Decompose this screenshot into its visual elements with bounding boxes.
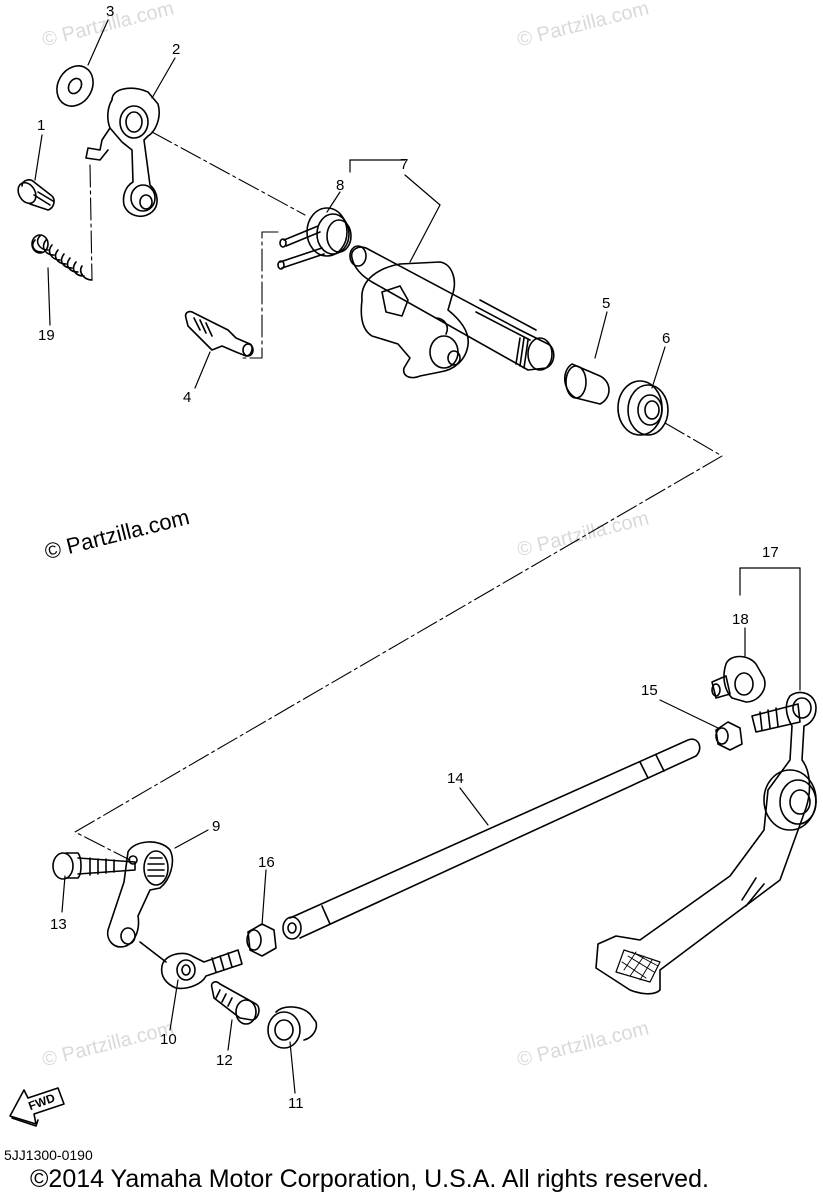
callout-1: 1	[37, 117, 46, 134]
cap-part-11	[267, 1006, 318, 1049]
callout-13: 13	[50, 916, 67, 933]
stud-bolt-part-4	[184, 310, 254, 357]
callout-12: 12	[216, 1052, 233, 1069]
callout-19: 19	[38, 327, 55, 344]
callout-3: 3	[106, 3, 115, 20]
oil-seal-part-6	[617, 380, 669, 436]
nut-part-15	[715, 721, 743, 751]
callout-9: 9	[212, 818, 221, 835]
rod-end-part-10	[139, 941, 243, 990]
shift-rod-part-14	[282, 738, 701, 940]
shift-shaft-part-7	[349, 245, 555, 379]
callout-10: 10	[160, 1031, 177, 1048]
callout-2: 2	[172, 41, 181, 58]
collar-part-5	[564, 363, 610, 405]
callout-17: 17	[762, 544, 779, 561]
bolt-part-13	[52, 852, 136, 880]
callout-18: 18	[732, 611, 749, 628]
callout-15: 15	[641, 682, 658, 699]
shift-pedal-part-17	[595, 691, 817, 995]
callout-7: 7	[400, 156, 409, 173]
callout-8: 8	[336, 177, 345, 194]
assembly-lines	[74, 131, 723, 861]
torsion-spring-part-8	[277, 207, 352, 270]
pin-part-1	[17, 179, 55, 211]
callout-6: 6	[662, 330, 671, 347]
fwd-arrow-icon	[9, 1087, 65, 1127]
shift-arm-part-9	[106, 841, 174, 948]
nut-part-16	[246, 923, 277, 957]
callout-4: 4	[183, 389, 192, 406]
joint-part-18	[711, 655, 766, 703]
washer-part-3	[56, 65, 94, 107]
copyright-notice: ©2014 Yamaha Motor Corporation, U.S.A. A…	[30, 1165, 709, 1193]
callout-5: 5	[602, 295, 611, 312]
callout-16: 16	[258, 854, 275, 871]
diagram-code: 5JJ1300-0190	[4, 1147, 93, 1163]
callout-14: 14	[447, 770, 464, 787]
stopper-lever-part-2	[85, 87, 160, 217]
spring-part-19	[31, 234, 93, 281]
callout-11: 11	[288, 1095, 304, 1112]
bolt-part-12	[210, 981, 260, 1025]
